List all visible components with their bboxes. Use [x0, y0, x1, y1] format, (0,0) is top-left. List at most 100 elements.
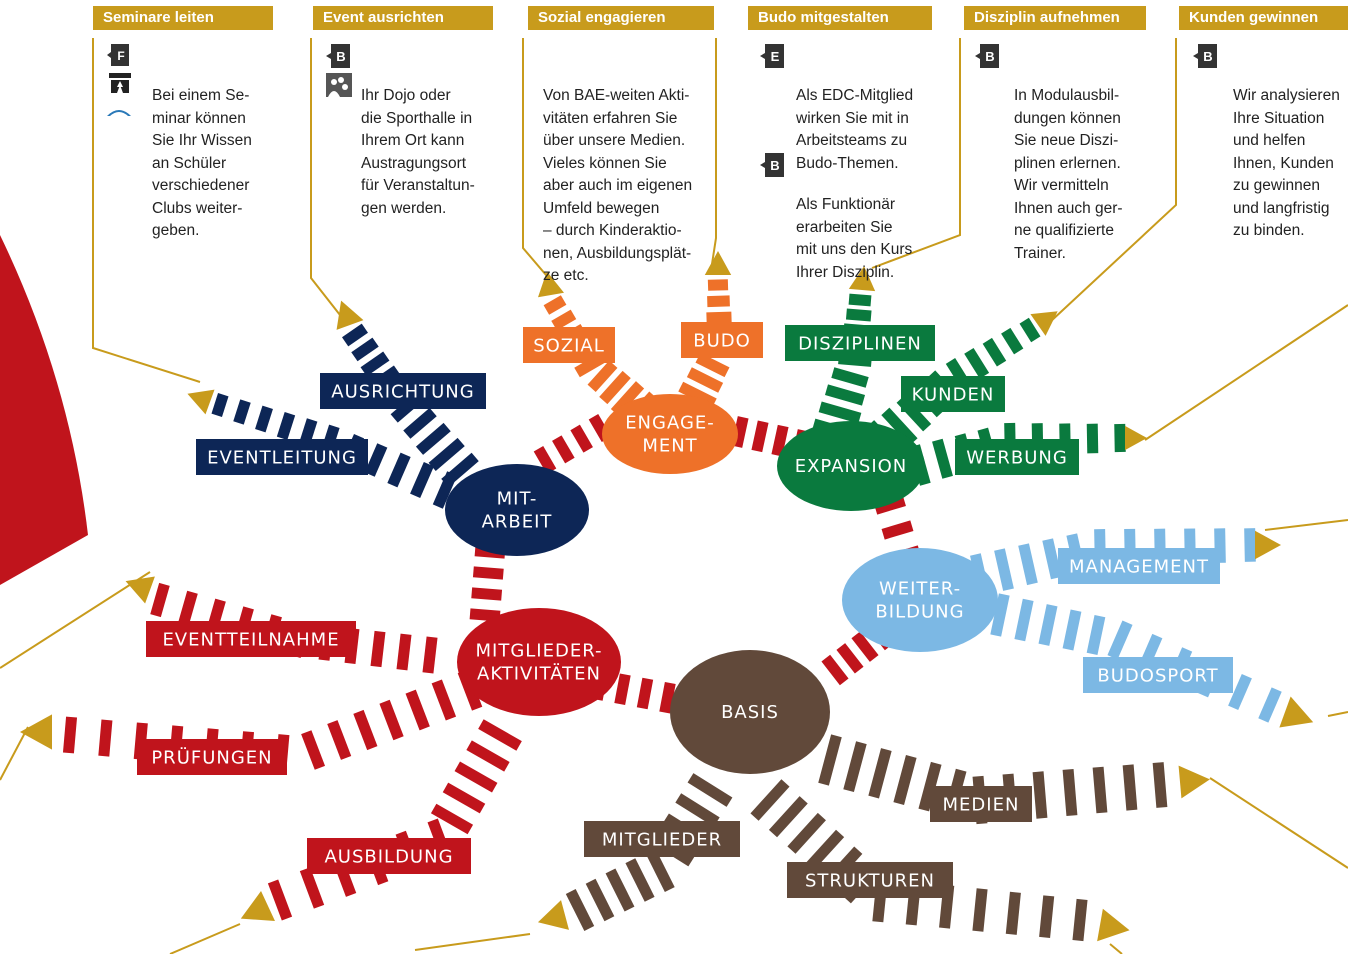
branch-stripe — [410, 461, 434, 499]
branch-stripe — [932, 438, 953, 479]
callout-line — [0, 571, 151, 669]
branch-stripe — [1062, 768, 1078, 817]
svg-text:B: B — [985, 49, 994, 64]
label-background — [785, 325, 935, 361]
label-text: BUDO — [693, 331, 751, 352]
label-background — [955, 439, 1079, 475]
label-text: AUSRICHTUNG — [331, 382, 474, 403]
branch-stripe — [570, 424, 593, 453]
hub-weiterbildung: WEITER-BILDUNG — [842, 548, 998, 652]
branch-stripe — [614, 673, 631, 706]
hub-mitarbeit: MIT-ARBEIT — [445, 464, 589, 556]
info-box-sozial: Sozial engagieren Von BAE-weiten Akti-vi… — [528, 6, 714, 284]
branch-stripe — [1072, 898, 1088, 942]
label-text: MANAGEMENT — [1069, 557, 1209, 578]
arrowhead-disziplinen-icon — [848, 266, 876, 292]
hub-ellipse — [777, 421, 925, 511]
callout-line — [169, 923, 241, 954]
branch-stripe — [565, 889, 595, 931]
box-title: Sozial engagieren — [528, 6, 714, 30]
hub-ellipse — [457, 608, 621, 716]
branch-stripe — [533, 445, 557, 475]
label-pruefungen: PRÜFUNGEN — [137, 739, 287, 775]
branch-stripe — [1107, 620, 1133, 660]
branch-stripe — [1092, 766, 1108, 814]
branch-stripe — [787, 812, 826, 854]
branch-stripe — [552, 435, 575, 464]
branch-stripe — [360, 351, 390, 377]
info-box-disziplin: Disziplin aufnehmen In Modulausbil-dunge… — [964, 6, 1146, 262]
badge-e: E — [760, 44, 784, 68]
branch-stripe — [62, 716, 78, 754]
branch-stripe — [1228, 674, 1252, 710]
label-text: SOZIAL — [533, 336, 605, 357]
label-background — [137, 739, 287, 775]
hub-label-line: WEITER- — [879, 579, 961, 600]
label-eventleitung: EVENTLEITUNG — [196, 439, 368, 475]
branch-stripe — [818, 401, 862, 424]
arrowhead-management-icon — [1255, 530, 1281, 560]
label-ausbildung: AUSBILDUNG — [307, 838, 471, 874]
branch-stripe — [1005, 891, 1021, 935]
branch-stripe — [1062, 609, 1082, 651]
label-strukturen: STRUKTUREN — [787, 862, 953, 898]
label-budosport: BUDOSPORT — [1083, 657, 1233, 693]
branch-stripe — [881, 407, 918, 446]
label-disziplinen: DISZIPLINEN — [785, 325, 935, 361]
label-text: DISZIPLINEN — [798, 334, 922, 355]
arrowhead-strukturen-icon — [1097, 908, 1130, 942]
arrowhead-eventleitung-icon — [187, 389, 215, 415]
callout-line — [1327, 711, 1348, 717]
branch-stripe — [868, 748, 892, 799]
box-title: Event ausrichten — [313, 6, 493, 30]
branch-stripe — [478, 719, 522, 751]
branch-stripe — [1042, 538, 1062, 580]
branch-stripe — [466, 740, 510, 772]
hub-mitgliederaktivitaeten: MITGLIEDER-AKTIVITÄTEN — [457, 608, 621, 716]
branch-stripe — [585, 878, 615, 922]
badge-f: F — [107, 44, 129, 66]
hub-expansion: EXPANSION — [777, 421, 925, 511]
box-body: Von BAE-weiten Akti-vitäten erfahren Sie… — [528, 30, 714, 284]
branch-stripe — [818, 734, 842, 786]
callout-line — [1264, 519, 1348, 531]
branch-stripe — [387, 452, 411, 488]
branch-stripe — [707, 295, 730, 308]
branch-stripe — [379, 699, 404, 741]
branch-stripe — [845, 308, 872, 322]
callout-line — [711, 38, 717, 265]
label-background — [1083, 657, 1233, 693]
branch-stripe — [751, 420, 769, 453]
box-text: Von BAE-weiten Akti-vitäten erfahren Sie… — [543, 87, 693, 284]
branch-stripe — [695, 352, 730, 378]
arrowhead-ausrichtung-icon — [336, 300, 364, 330]
arrowhead-sozial-icon — [538, 271, 564, 298]
branch-stripe — [430, 803, 474, 835]
box-title: Budo mitgestalten — [748, 6, 932, 30]
callout-line — [1209, 777, 1348, 869]
connector-mitarbeit-mitglieder — [469, 545, 506, 622]
branch-mitglieder — [565, 773, 733, 931]
branch-stripe — [233, 399, 251, 425]
label-background — [681, 322, 763, 358]
branch-stripe — [342, 323, 368, 347]
branch-stripe — [301, 730, 326, 770]
label-medien: MEDIEN — [930, 786, 1032, 822]
branch-stripe — [1039, 895, 1055, 939]
label-text: EVENTTEILNAHME — [162, 630, 339, 651]
label-text: AUSBILDUNG — [324, 847, 453, 868]
branch-stripe — [364, 443, 388, 477]
branch-stripe — [403, 407, 437, 439]
branch-stripe — [442, 782, 486, 814]
label-background — [901, 376, 1005, 412]
callout-line — [0, 726, 29, 781]
badge-b: B — [975, 44, 999, 68]
branch-stripe — [821, 654, 849, 686]
svg-text:E: E — [771, 49, 780, 64]
branch-stripe — [1001, 327, 1024, 355]
